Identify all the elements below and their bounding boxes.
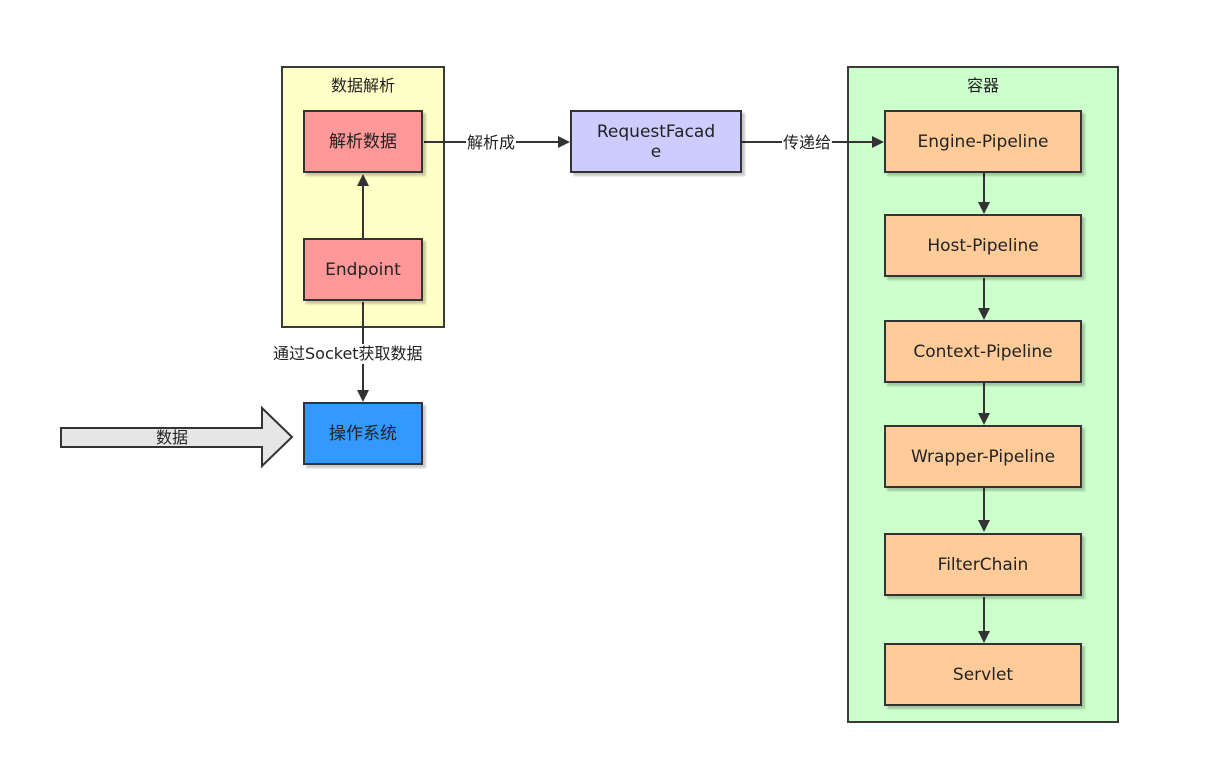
pass-to-edge-label: 传递给 [782, 133, 833, 153]
os-node[interactable]: 操作系统 [303, 402, 423, 465]
request-facade-label: RequestFacade [596, 121, 716, 162]
engine-pipeline-node[interactable]: Engine-Pipeline [884, 110, 1082, 173]
filterchain-node[interactable]: FilterChain [884, 533, 1082, 596]
os-label: 操作系统 [329, 423, 397, 444]
wrapper-pipeline-node[interactable]: Wrapper-Pipeline [884, 425, 1082, 488]
endpoint-label: Endpoint [325, 259, 401, 280]
context-pipeline-node[interactable]: Context-Pipeline [884, 320, 1082, 383]
endpoint-node[interactable]: Endpoint [303, 238, 423, 301]
host-pipeline-node[interactable]: Host-Pipeline [884, 214, 1082, 277]
parse-data-label: 解析数据 [329, 131, 397, 152]
data-input-label: 数据 [156, 428, 189, 447]
request-facade-node[interactable]: RequestFacade [570, 110, 742, 173]
host-pipeline-label: Host-Pipeline [927, 235, 1039, 256]
filterchain-label: FilterChain [937, 554, 1029, 575]
servlet-node[interactable]: Servlet [884, 643, 1082, 706]
parse-data-node[interactable]: 解析数据 [303, 110, 423, 173]
wrapper-pipeline-label: Wrapper-Pipeline [910, 446, 1056, 467]
servlet-label: Servlet [952, 664, 1014, 685]
context-pipeline-label: Context-Pipeline [913, 341, 1053, 362]
engine-pipeline-label: Engine-Pipeline [917, 131, 1049, 152]
parse-to-edge-label: 解析成 [466, 133, 517, 153]
socket-edge-label: 通过Socket获取数据 [272, 344, 424, 364]
data-input-arrow [60, 405, 294, 469]
